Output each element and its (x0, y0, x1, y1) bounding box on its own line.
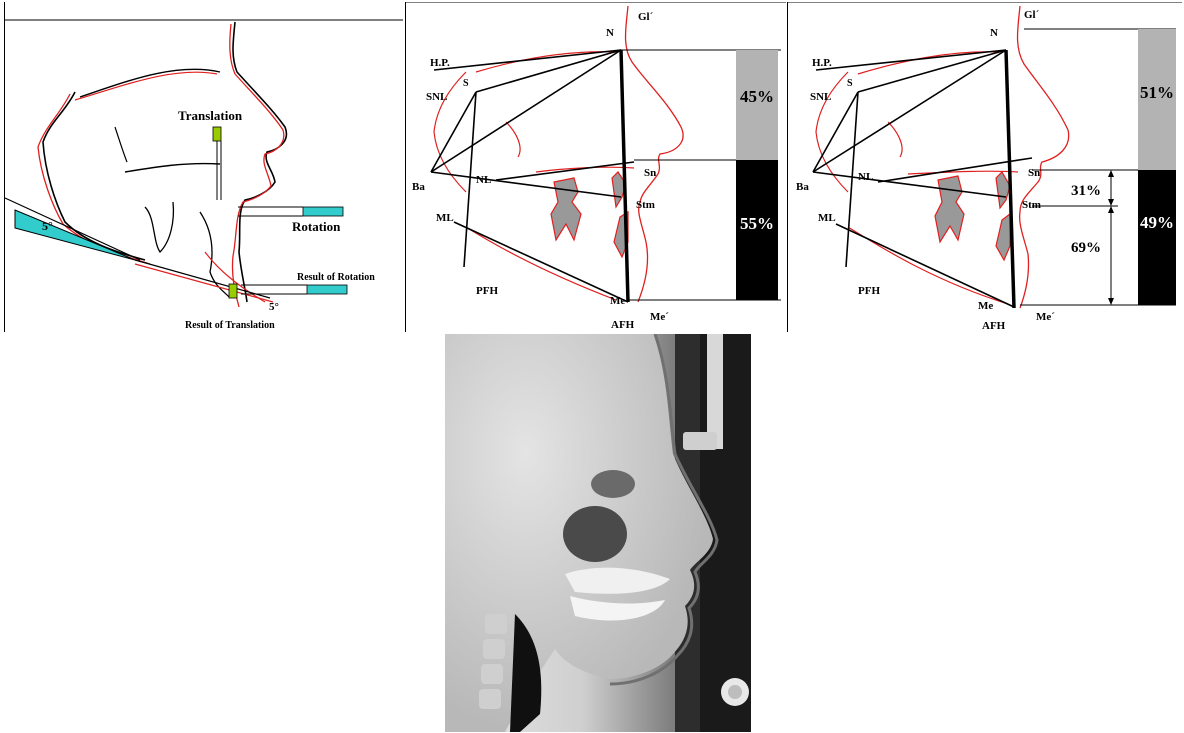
bottom-angle-label: 5° (269, 301, 279, 313)
landmark-s: S (463, 78, 469, 89)
landmark-snl: SNL (426, 91, 447, 103)
facial-height-diagram-51-49: 51% 49% 31% 69% N Gl´ H.P. S SNL Ba NL S… (787, 2, 1182, 332)
landmark-n: N (606, 27, 614, 39)
landmark-sn: Sn (1028, 167, 1040, 179)
landmark-afh: AFH (611, 319, 635, 331)
landmark-ba: Ba (796, 181, 809, 193)
landmark-ml: ML (436, 212, 454, 224)
facial-height-diagram-45-55: 45% 55% N Gl´ H.P. S SNL Ba NL Sn Stm ML… (405, 2, 786, 332)
lower-face-percent: 55% (740, 214, 774, 233)
rotation-label: Rotation (292, 219, 341, 234)
upper-face-percent: 45% (740, 87, 774, 106)
landmark-me: Me (610, 295, 625, 307)
landmark-pfh: PFH (476, 285, 498, 297)
landmark-hp: H.P. (812, 57, 832, 69)
landmark-snl: SNL (810, 91, 831, 103)
lower-lip-percent: 69% (1071, 240, 1101, 256)
result-of-rotation-label: Result of Rotation (297, 272, 375, 283)
landmark-me: Me (978, 300, 993, 312)
rotation-translation-diagram: 5° 5° Translation Rotation Result of Rot… (4, 2, 403, 332)
translation-label: Translation (178, 108, 243, 123)
lower-face-percent: 49% (1140, 213, 1174, 232)
wedge-angle-label: 5° (42, 219, 53, 233)
landmark-ml: ML (818, 212, 836, 224)
landmark-afh: AFH (982, 320, 1006, 332)
landmark-sn: Sn (644, 167, 656, 179)
upper-lip-percent: 31% (1071, 183, 1101, 199)
landmark-me-soft: Me´ (650, 311, 669, 323)
landmark-hp: H.P. (430, 57, 450, 69)
landmark-gl: Gl´ (1024, 9, 1040, 21)
landmark-pfh: PFH (858, 285, 880, 297)
upper-face-percent: 51% (1140, 83, 1174, 102)
landmark-nl: NL (476, 174, 491, 186)
lateral-cephalometric-xray (445, 334, 751, 732)
landmark-gl: Gl´ (638, 11, 654, 23)
landmark-me-soft: Me´ (1036, 311, 1055, 323)
profile-trace-red (230, 24, 284, 307)
rotation-wedge (15, 210, 135, 260)
landmark-s: S (847, 78, 853, 89)
result-of-translation-label: Result of Translation (185, 320, 275, 331)
landmark-stm: Stm (1022, 199, 1041, 211)
landmark-nl: NL (858, 171, 873, 183)
landmark-n: N (990, 27, 998, 39)
landmark-stm: Stm (636, 199, 655, 211)
landmark-ba: Ba (412, 181, 425, 193)
profile-trace-black (233, 22, 286, 302)
